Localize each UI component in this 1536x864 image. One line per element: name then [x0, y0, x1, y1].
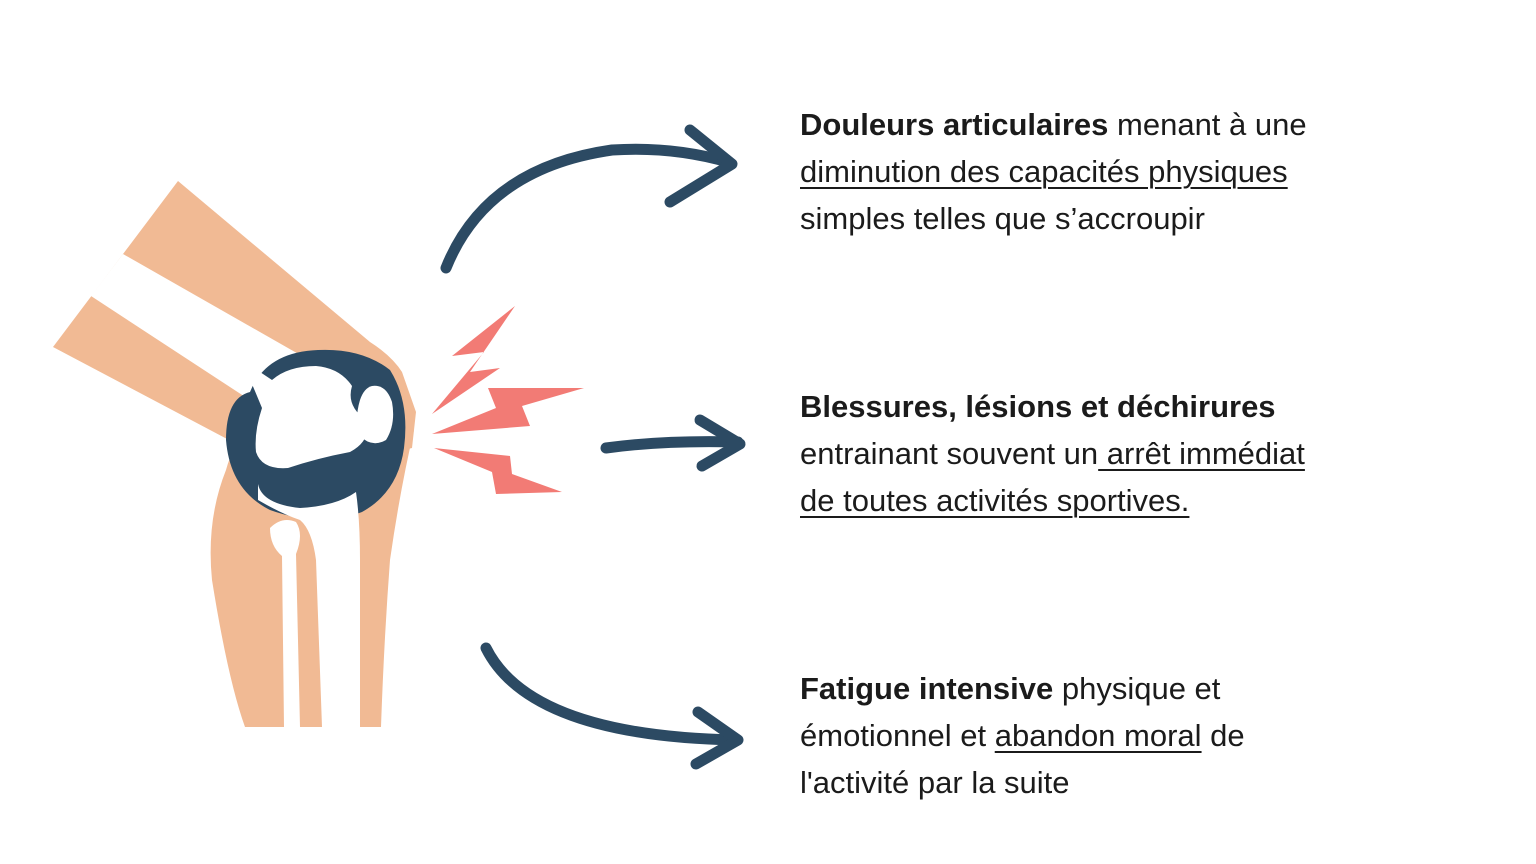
- text-plain: entrainant souvent un: [800, 436, 1099, 471]
- underlined-phrase: arrêt immédiat: [1098, 436, 1305, 471]
- line-2: entrainant souvent un arrêt immédiat: [800, 430, 1305, 477]
- curved-arrow-icon: [480, 642, 742, 746]
- underlined-phrase: abandon moral: [994, 718, 1202, 753]
- line-3: l'activité par la suite: [800, 759, 1245, 806]
- heading-douleurs: Douleurs articulaires: [800, 107, 1109, 142]
- heading-fatigue: Fatigue intensive: [800, 671, 1054, 706]
- curved-arrow-icon: [600, 436, 744, 454]
- text-after: de: [1201, 718, 1245, 753]
- line-1: Douleurs articulaires menant à une: [800, 101, 1307, 148]
- fibula-bone: [270, 520, 300, 727]
- underlined-phrase-cont: de toutes activités sportives.: [800, 483, 1190, 518]
- pain-indicators: [432, 306, 584, 494]
- text-rest: simples telles que s’accroupir: [800, 201, 1205, 236]
- arrows: [440, 124, 746, 770]
- text-block-2: Blessures, lésions et déchirures entrain…: [800, 383, 1305, 524]
- lightning-bolt-icon: [432, 306, 515, 414]
- text-plain: émotionnel et: [800, 718, 995, 753]
- text-block-1: Douleurs articulaires menant à une dimin…: [800, 101, 1307, 242]
- tibia-bone: [258, 484, 360, 727]
- line-3: simples telles que s’accroupir: [800, 195, 1307, 242]
- text-after-bold: menant à une: [1108, 107, 1307, 142]
- arrow-head: [690, 706, 744, 770]
- heading-blessures: Blessures, lésions et déchirures: [800, 389, 1276, 424]
- text-after-bold: physique et: [1053, 671, 1221, 706]
- femur-condyle: [242, 360, 368, 469]
- line-2: émotionnel et abandon moral de: [800, 712, 1245, 759]
- text-block-3: Fatigue intensive physique et émotionnel…: [800, 665, 1245, 806]
- line-3: de toutes activités sportives.: [800, 477, 1305, 524]
- line-1: Fatigue intensive physique et: [800, 665, 1245, 712]
- curved-arrow-icon: [440, 143, 734, 274]
- knee-joint-icon: [53, 181, 416, 727]
- arrow-head: [664, 124, 738, 208]
- line-1: Blessures, lésions et déchirures: [800, 383, 1305, 430]
- lightning-bolt-icon: [434, 448, 562, 494]
- patella: [357, 385, 394, 444]
- underlined-phrase: diminution des capacités physiques: [800, 154, 1288, 189]
- arrow-head: [694, 414, 746, 472]
- line-2: diminution des capacités physiques: [800, 148, 1307, 195]
- text-plain: l'activité par la suite: [800, 765, 1070, 800]
- lightning-bolt-icon: [432, 388, 584, 434]
